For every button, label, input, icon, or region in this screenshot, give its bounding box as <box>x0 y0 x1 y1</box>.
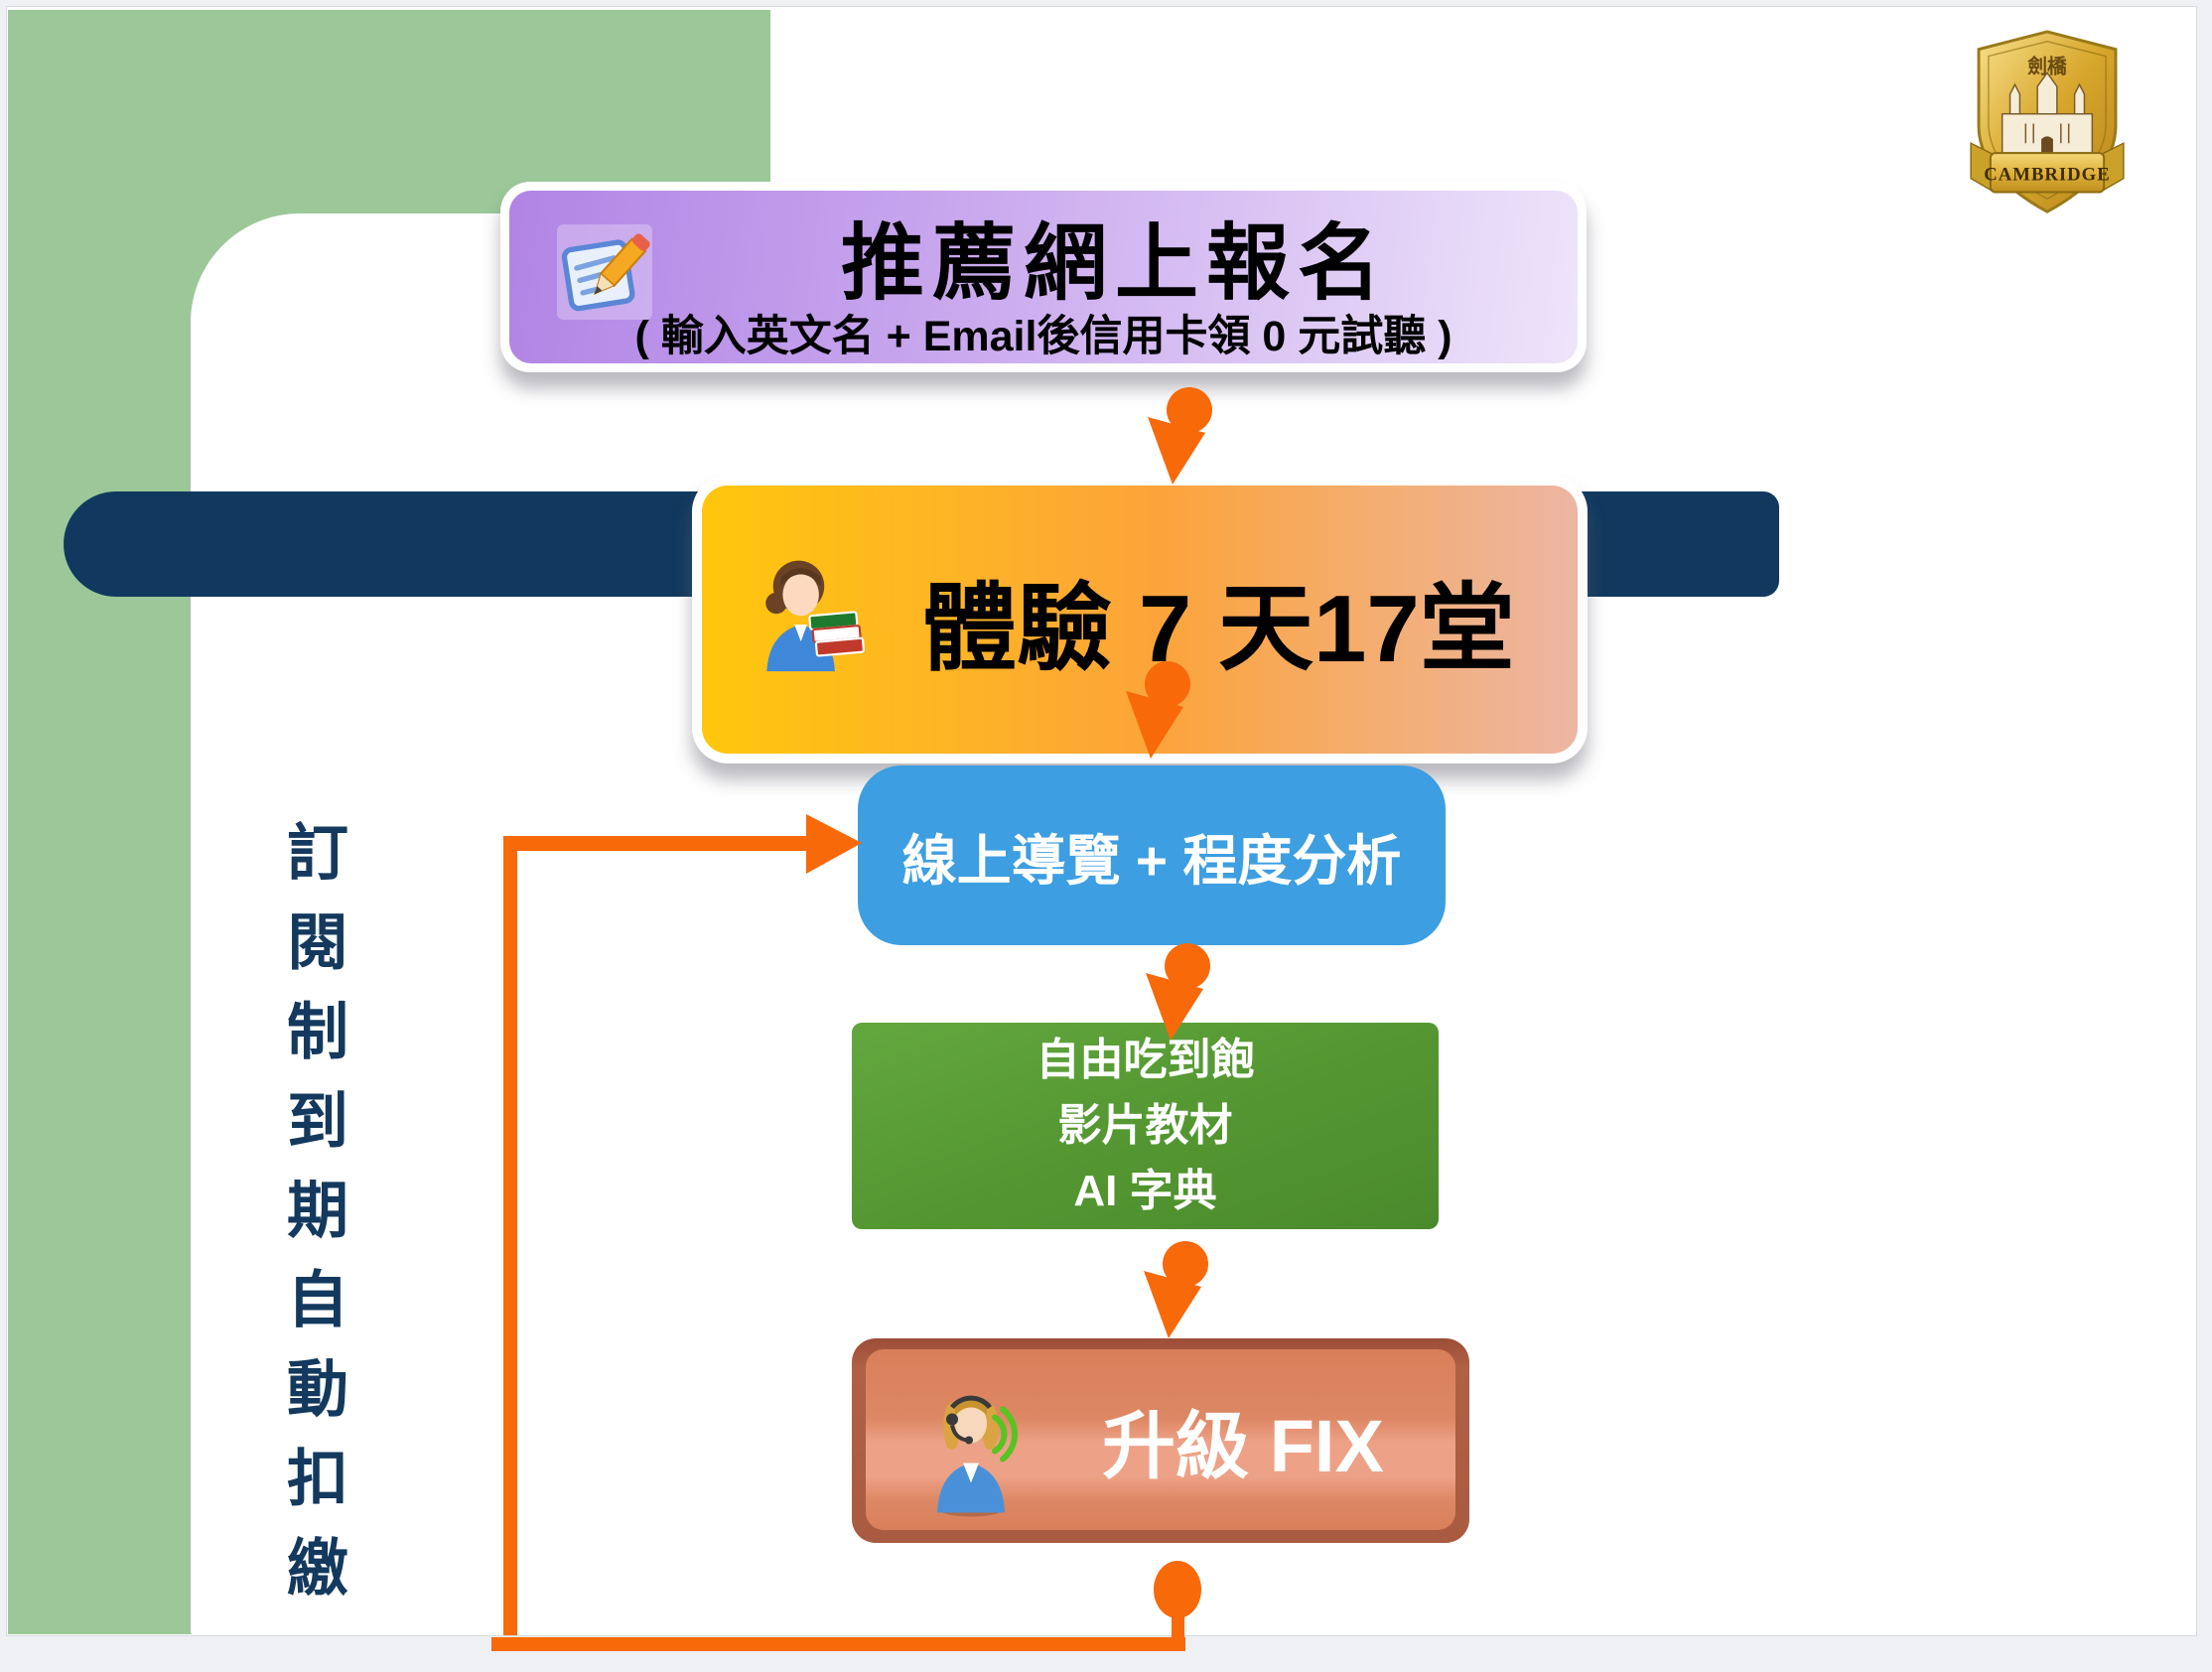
step4-line-2: 影片教材 <box>1057 1101 1233 1150</box>
badge-top-text: 劍橋 <box>2026 55 2067 77</box>
connector-arrow-2 <box>1126 661 1190 759</box>
loop-line-top <box>509 836 810 851</box>
step1-signup-box: 推薦網上報名 ( 輸入英文名 + Email後信用卡領 0 元試聽 ) <box>500 182 1587 372</box>
note-pencil-icon <box>557 224 652 320</box>
loop-line-left <box>503 836 517 1635</box>
connector-arrow-3 <box>1146 943 1210 1041</box>
step1-signup-box-inner: 推薦網上報名 ( 輸入英文名 + Email後信用卡領 0 元試聽 ) <box>509 191 1578 363</box>
badge-ribbon-text: CAMBRIDGE <box>1984 165 2110 186</box>
step5-upgrade-box: 升級 FIX <box>852 1338 1469 1543</box>
cambridge-badge: 劍橋 CAMBRIDGE <box>1970 30 2125 213</box>
step3-guide-box: 線上導覽 + 程度分析 <box>858 766 1446 945</box>
loop-arrowhead-icon <box>806 814 862 874</box>
step1-title: 推薦網上報名 <box>840 216 1389 310</box>
step1-subtitle: ( 輸入英文名 + Email後信用卡領 0 元試聽 ) <box>634 313 1452 360</box>
step5-title: 升級 FIX <box>1102 1404 1384 1487</box>
student-books-icon <box>765 560 865 672</box>
step2-title: 體驗 7 天17堂 <box>921 575 1515 682</box>
connector-arrow-1 <box>1148 387 1212 485</box>
step3-title: 線上導覽 + 程度分析 <box>901 829 1402 892</box>
support-agent-icon <box>937 1395 1018 1517</box>
badge-building <box>2001 71 2094 154</box>
connector-arrow-4 <box>1144 1241 1208 1338</box>
step4-content-box: 自由吃到飽 影片教材 AI 字典 <box>852 1023 1439 1229</box>
step4-line-1: 自由吃到飽 <box>1036 1036 1255 1084</box>
green-left-column <box>8 10 192 1634</box>
step5-upgrade-box-inner: 升級 FIX <box>866 1349 1455 1530</box>
step4-line-3: AI 字典 <box>1073 1167 1217 1215</box>
loop-dot <box>1154 1561 1201 1618</box>
loop-line-bottom <box>491 1637 1185 1651</box>
loop-line-stem <box>1172 1612 1184 1642</box>
subscription-side-label: 訂閱制到期自動扣繳 <box>277 820 346 1624</box>
